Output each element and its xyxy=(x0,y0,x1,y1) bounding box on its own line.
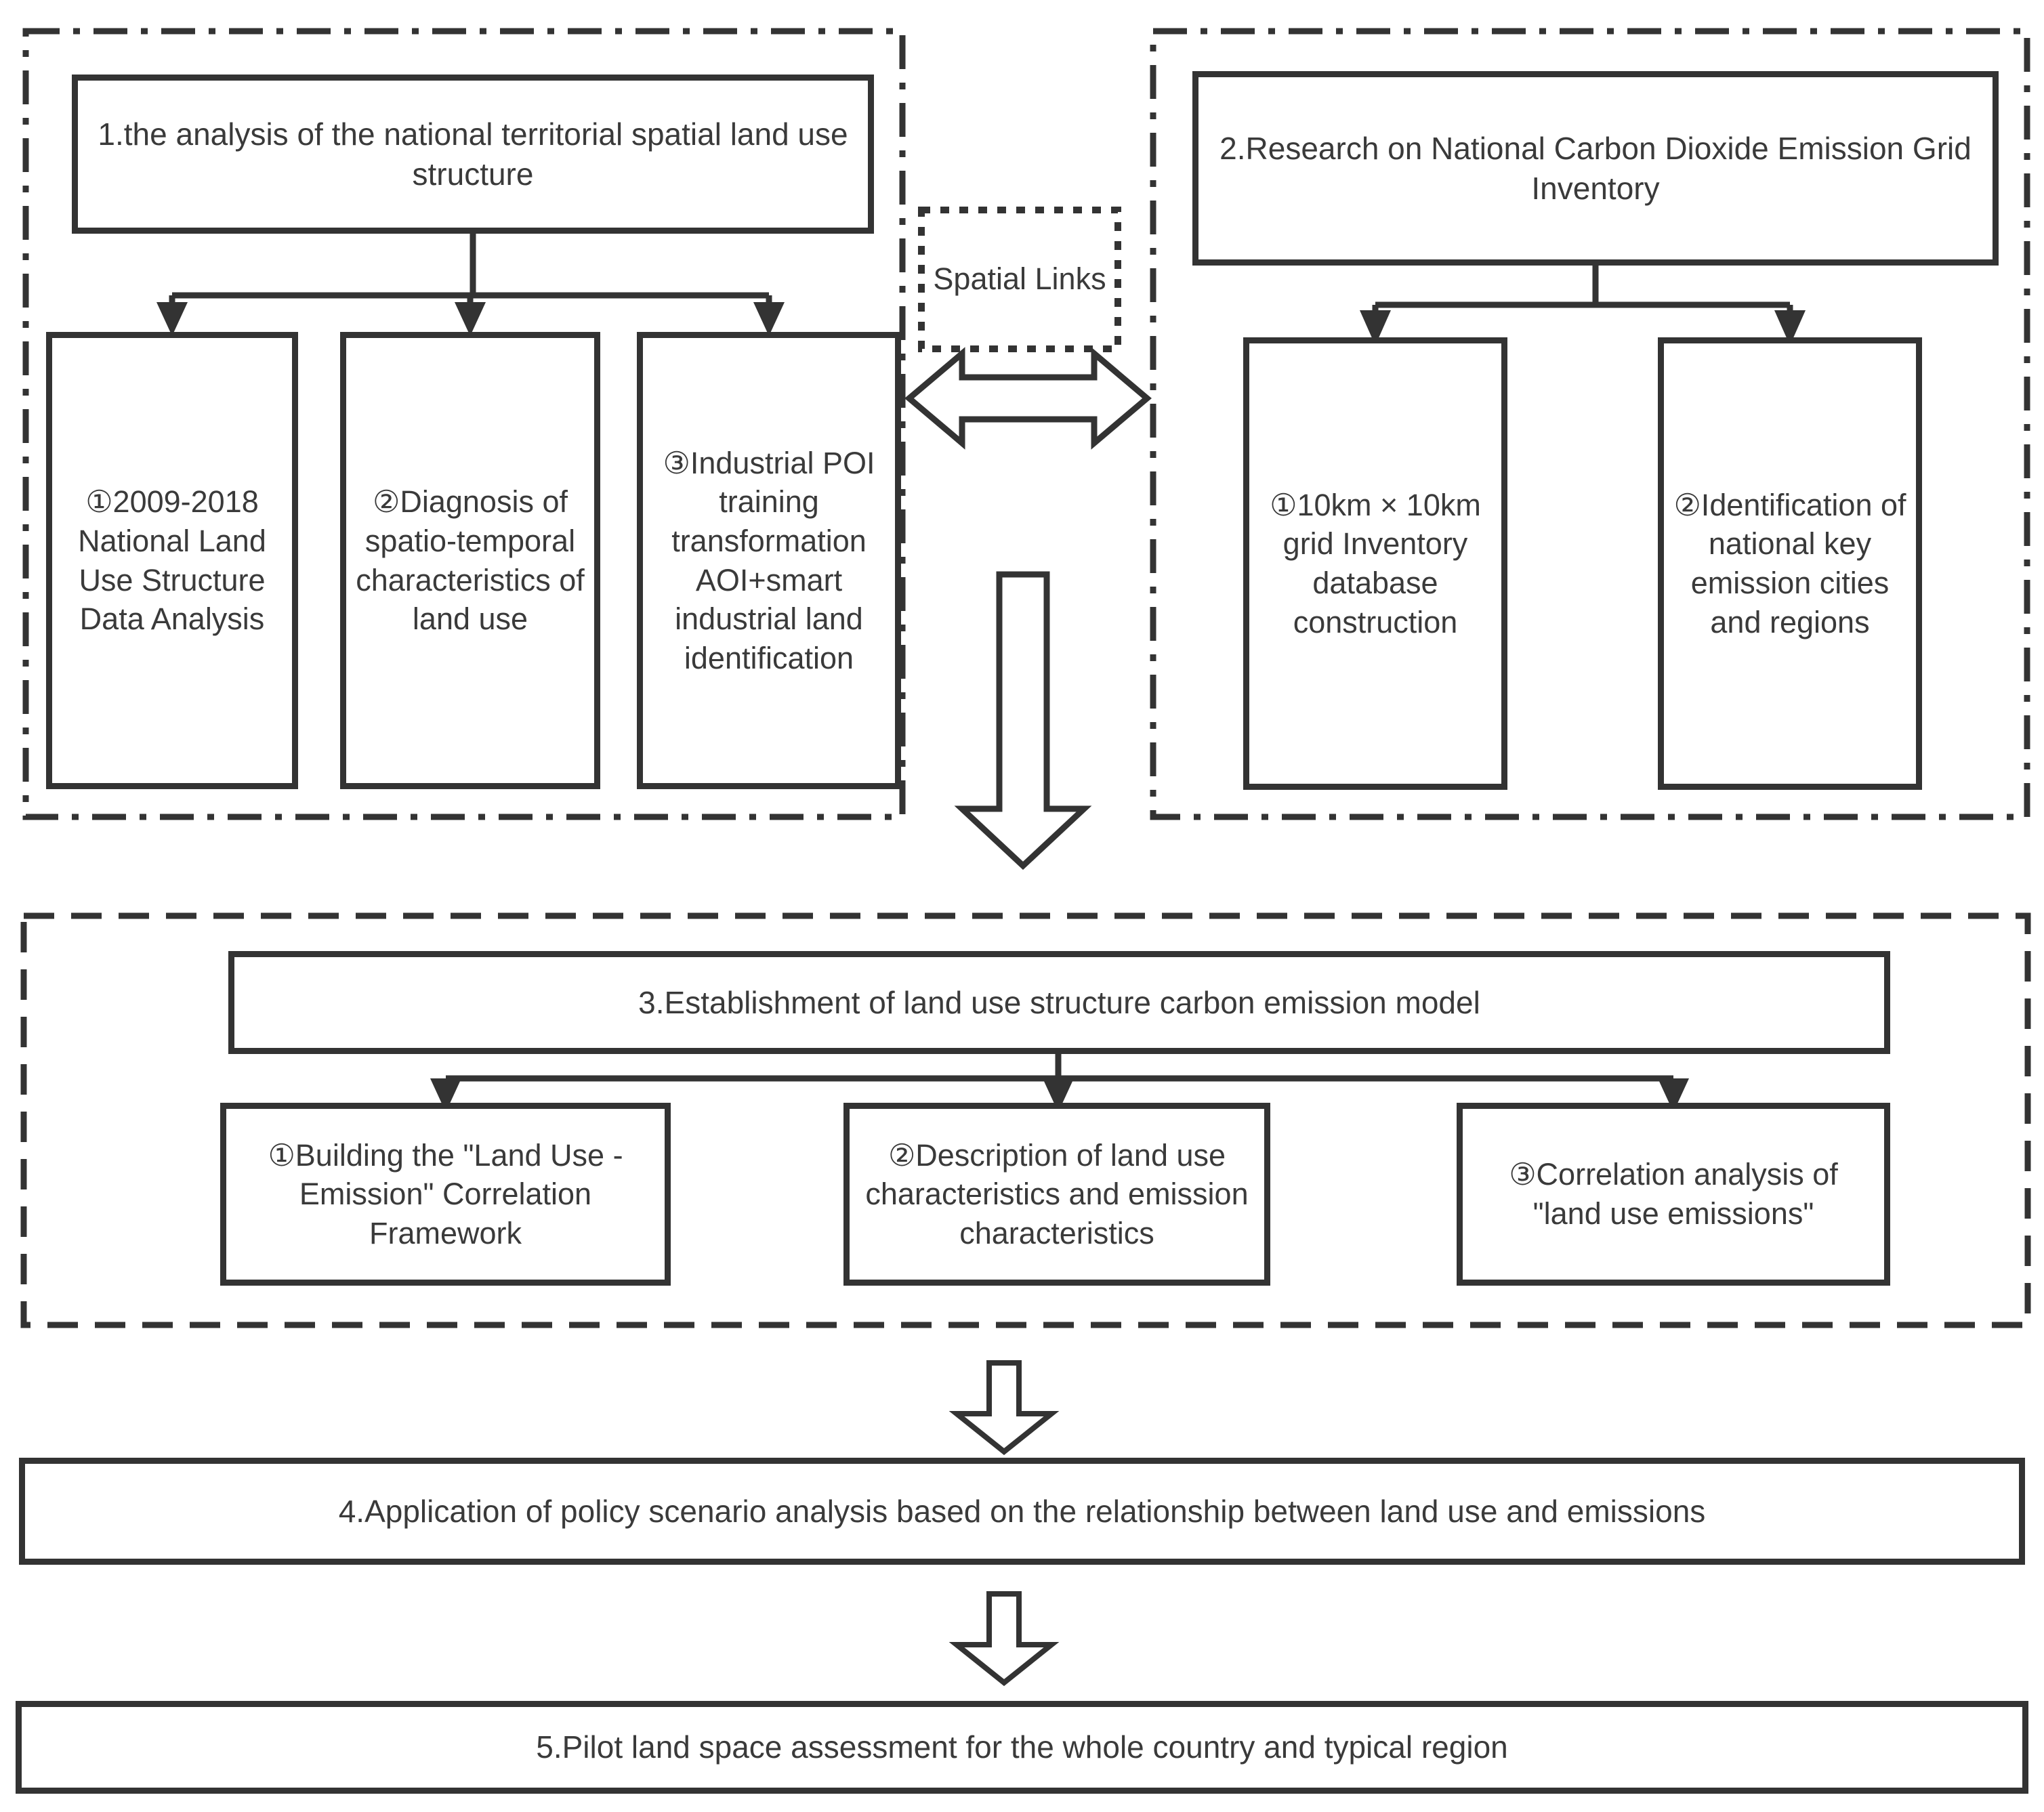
section4-title: 4.Application of policy scenario analysi… xyxy=(338,1493,1706,1529)
arrowhead-down-icon xyxy=(1043,1078,1074,1112)
section1-item-2: ②Diagnosis of spatio-temporal characteri… xyxy=(356,484,585,637)
section2-item-2: ②Identification of national key emission… xyxy=(1673,487,1906,639)
section3-item-box-1: ①Building the "Land Use - Emission" Corr… xyxy=(220,1103,671,1286)
section1-item-box-2: ②Diagnosis of spatio-temporal characteri… xyxy=(340,332,600,789)
section2-item-1: ①10km × 10km grid Inventory database con… xyxy=(1270,487,1481,639)
section4-bar: 4.Application of policy scenario analysi… xyxy=(19,1458,2025,1565)
section1-item-1: ①2009-2018 National Land Use Structure D… xyxy=(78,484,266,637)
section1-item-box-3: ③Industrial POI training transformation … xyxy=(637,332,901,789)
section3-item-box-3: ③Correlation analysis of "land use emiss… xyxy=(1457,1103,1890,1286)
section3-item-3: ③Correlation analysis of "land use emiss… xyxy=(1509,1157,1838,1231)
spatial-links-box-border xyxy=(918,207,1121,352)
section3-tree-connector xyxy=(430,1054,1689,1112)
section1-item-box-1: ①2009-2018 National Land Use Structure D… xyxy=(46,332,298,789)
section2-item-box-1: ①10km × 10km grid Inventory database con… xyxy=(1243,337,1507,790)
down-arrow-icon-1 xyxy=(948,1360,1060,1456)
spatial-links-label: Spatial Links xyxy=(933,261,1106,297)
section3-item-2: ②Description of land use characteristics… xyxy=(865,1137,1249,1250)
spatial-links-box: Spatial Links xyxy=(930,218,1110,341)
merge-down-arrow-icon xyxy=(954,571,1092,870)
section2-title: 2.Research on National Carbon Dioxide Em… xyxy=(1219,130,1972,206)
spatial-links-double-arrow-icon xyxy=(904,347,1152,450)
section2-item-box-2: ②Identification of national key emission… xyxy=(1658,337,1922,790)
arrowhead-down-icon xyxy=(1774,310,1806,345)
arrowhead-down-icon xyxy=(430,1078,461,1112)
arrowhead-down-icon xyxy=(157,302,188,336)
arrowhead-down-icon xyxy=(455,302,486,336)
section2-title-box: 2.Research on National Carbon Dioxide Em… xyxy=(1192,71,1999,266)
section1-title-box: 1.the analysis of the national territori… xyxy=(72,75,874,234)
section3-container-border xyxy=(20,912,2031,1328)
section3-title-box: 3.Establishment of land use structure ca… xyxy=(228,951,1890,1054)
arrowhead-down-icon xyxy=(753,302,785,336)
section1-tree-connector xyxy=(157,234,785,336)
section2-tree-connector xyxy=(1360,266,1806,345)
section3-item-box-2: ②Description of land use characteristics… xyxy=(843,1103,1270,1286)
section1-item-3: ③Industrial POI training transformation … xyxy=(663,445,875,675)
section5-title: 5.Pilot land space assessment for the wh… xyxy=(536,1729,1508,1765)
section3-title: 3.Establishment of land use structure ca… xyxy=(638,984,1480,1020)
arrowhead-down-icon xyxy=(1658,1078,1689,1112)
section3-item-1: ①Building the "Land Use - Emission" Corr… xyxy=(268,1137,623,1250)
section2-container-border xyxy=(1150,28,2030,820)
arrowhead-down-icon xyxy=(1360,310,1391,345)
down-arrow-icon-2 xyxy=(948,1591,1060,1687)
section5-bar: 5.Pilot land space assessment for the wh… xyxy=(16,1701,2028,1794)
section1-container-border xyxy=(22,28,906,820)
section1-title: 1.the analysis of the national territori… xyxy=(98,116,848,192)
